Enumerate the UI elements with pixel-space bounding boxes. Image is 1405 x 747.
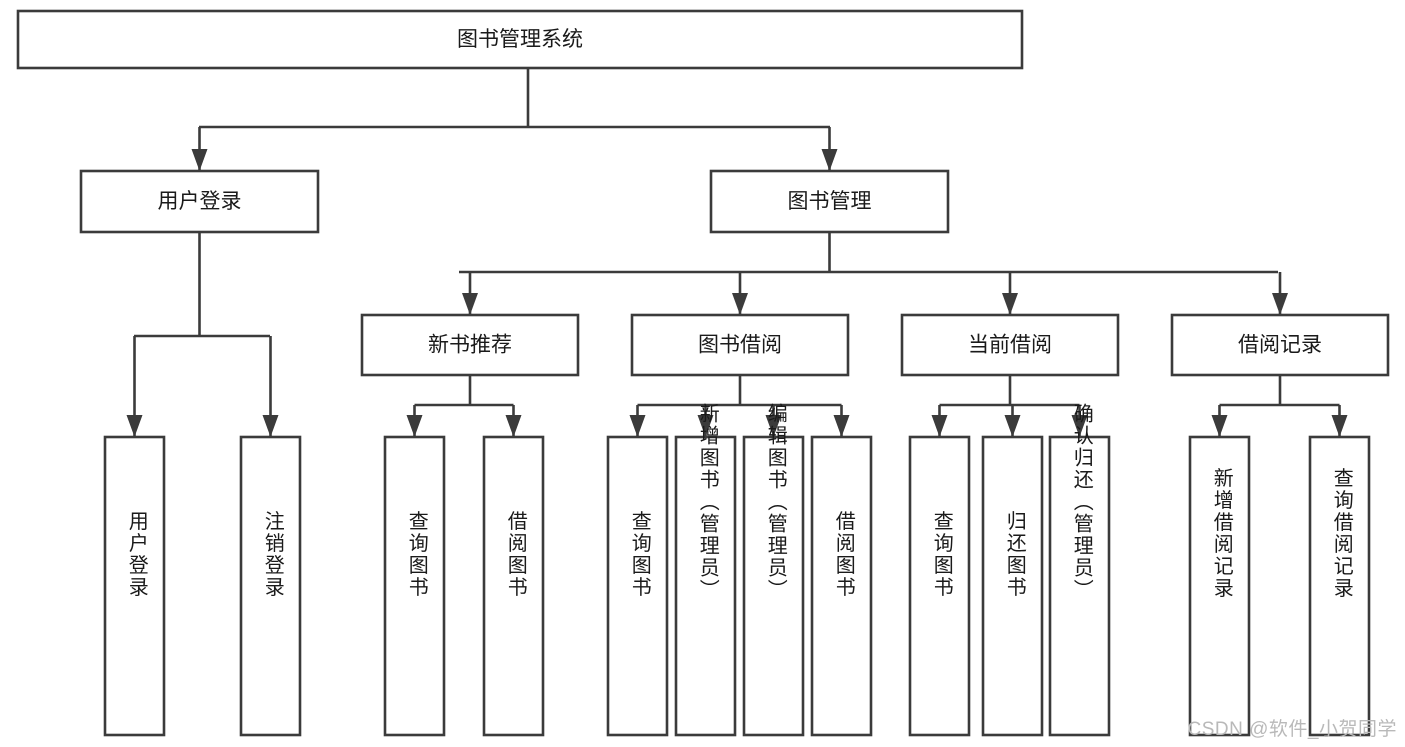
node-box [1308,435,1371,737]
arrow-head-icon [406,415,423,437]
arrow-head-icon [191,149,208,171]
node-user-login[interactable]: 用户登录 [79,169,320,234]
connector-layer [126,68,1348,437]
node-label: 新书推荐 [428,334,512,357]
arrow-head-icon [732,293,748,315]
node-box [383,435,446,737]
arrow-head-icon [126,415,143,437]
node-box [981,435,1044,737]
node-label: 用户登录 [125,511,148,599]
node-leaf-edit-book[interactable]: 编辑图书（管理员） [742,403,805,737]
node-box [709,169,950,234]
node-label: 当前借阅 [968,334,1052,357]
arrow-head-icon [1331,415,1348,437]
node-box [674,435,737,737]
node-label: 借阅图书 [832,510,855,598]
arrow-head-icon [1071,415,1088,437]
arrow-head-icon [1002,293,1018,315]
node-box [908,435,971,737]
node-current-borrow[interactable]: 当前借阅 [900,313,1120,377]
node-box [900,313,1120,377]
node-label: 归还图书 [1003,510,1026,598]
node-box [1170,313,1390,377]
node-leaf-confirm-return[interactable]: 确认归还（管理员） [1048,403,1111,737]
node-label: 查询图书 [628,510,651,598]
node-label: 编辑图书（管理员） [764,403,787,601]
node-leaf-query-record[interactable]: 查询借阅记录 [1308,435,1371,737]
node-box [1188,435,1251,737]
arrow-head-icon [505,415,522,437]
node-new-book-rec[interactable]: 新书推荐 [360,313,580,377]
node-leaf-user-logout[interactable]: 注销登录 [239,435,302,737]
arrow-head-icon [821,149,838,171]
node-borrow-record[interactable]: 借阅记录 [1170,313,1390,377]
node-box [16,9,1024,70]
node-label: 借阅记录 [1238,334,1322,357]
node-box [239,435,302,737]
node-label: 图书管理 [788,190,872,213]
node-box [742,435,805,737]
node-root[interactable]: 图书管理系统 [16,9,1024,70]
node-label: 借阅图书 [504,510,527,598]
node-label: 查询图书 [930,510,953,598]
arrow-head-icon [697,415,714,437]
node-box [606,435,669,737]
node-leaf-query-book-1[interactable]: 查询图书 [383,435,446,737]
node-book-manage[interactable]: 图书管理 [709,169,950,234]
node-label: 图书借阅 [698,334,782,357]
node-label: 查询借阅记录 [1330,467,1353,599]
arrow-head-icon [765,415,782,437]
arrow-head-icon [629,415,646,437]
node-layer: 图书管理系统用户登录图书管理新书推荐图书借阅当前借阅借阅记录用户登录注销登录查询… [16,9,1390,737]
node-label: 新增图书（管理员） [696,403,719,601]
node-box [482,435,545,737]
node-box [103,435,166,737]
node-box [1048,435,1111,737]
node-label: 查询图书 [405,510,428,598]
node-leaf-query-book-2[interactable]: 查询图书 [606,435,669,737]
node-leaf-return-book[interactable]: 归还图书 [981,435,1044,737]
node-leaf-borrow-book-2[interactable]: 借阅图书 [810,435,873,737]
arrow-head-icon [1211,415,1228,437]
arrow-head-icon [1272,293,1288,315]
arrow-head-icon [1004,415,1021,437]
node-label: 用户登录 [158,190,242,213]
node-leaf-query-book-3[interactable]: 查询图书 [908,435,971,737]
node-leaf-add-book[interactable]: 新增图书（管理员） [674,403,737,737]
arrow-head-icon [462,293,478,315]
node-box [630,313,850,377]
arrow-head-icon [833,415,850,437]
arrow-head-icon [262,415,279,437]
node-leaf-user-login[interactable]: 用户登录 [103,435,166,737]
node-leaf-borrow-book-1[interactable]: 借阅图书 [482,435,545,737]
node-box [79,169,320,234]
node-book-borrow[interactable]: 图书借阅 [630,313,850,377]
node-box [810,435,873,737]
node-box [360,313,580,377]
node-leaf-add-record[interactable]: 新增借阅记录 [1188,435,1251,737]
arrow-head-icon [931,415,948,437]
node-label: 确认归还（管理员） [1070,403,1093,601]
node-label: 新增借阅记录 [1210,467,1233,599]
node-label: 注销登录 [261,510,284,598]
node-label: 图书管理系统 [457,28,583,51]
